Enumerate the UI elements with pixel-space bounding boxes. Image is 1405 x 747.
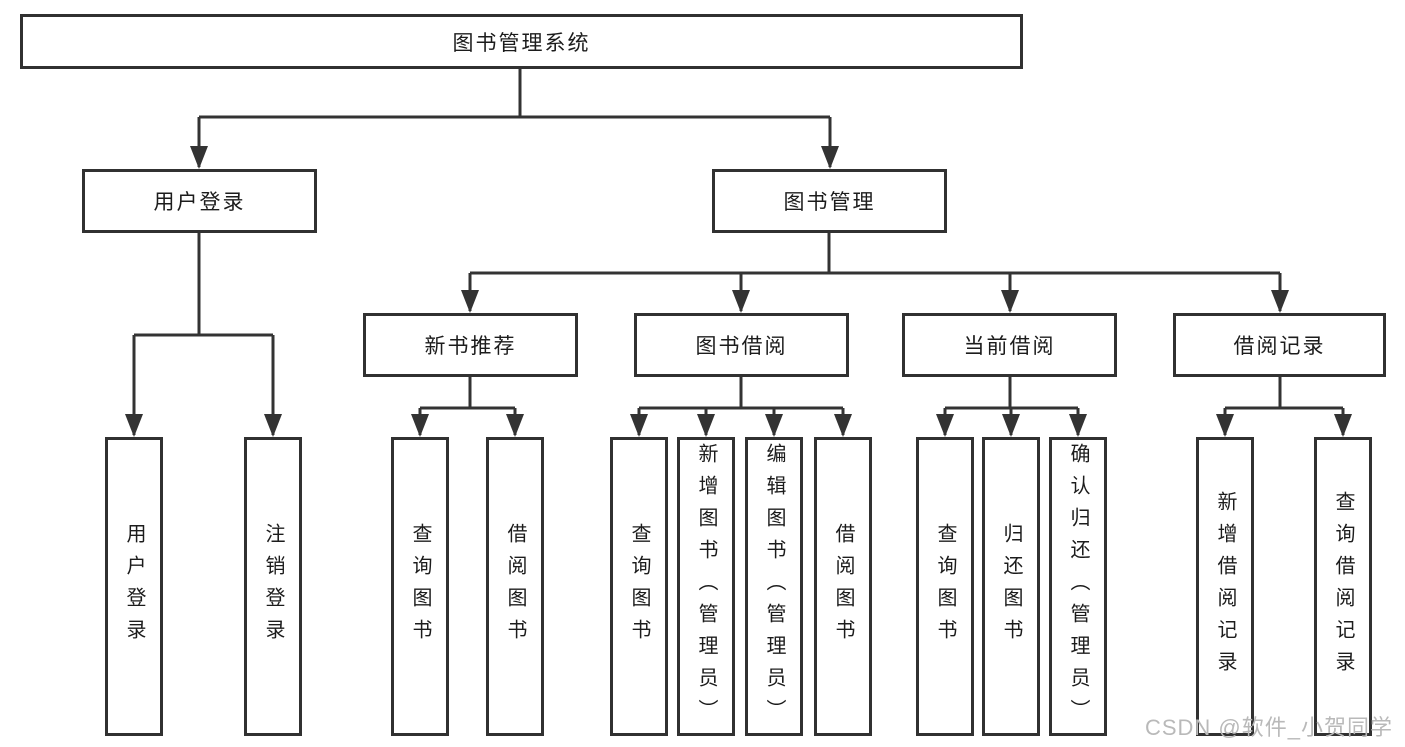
leaf-query-books-borrowing: 查询图书 [610,437,668,736]
node-root-system: 图书管理系统 [20,14,1023,69]
csdn-watermark: CSDN @软件_小贺同学 [1144,715,1393,740]
leaf-user-login: 用户登录 [105,437,163,736]
arrowheads [125,146,1352,437]
edge-book-management-to-level3 [468,233,1282,311]
edge-user-login-to-leaves [132,233,275,435]
leaf-query-books-recommend: 查询图书 [391,437,449,736]
leaf-return-book: 归还图书 [982,437,1040,736]
node-new-book-recommendation: 新书推荐 [363,313,578,377]
edge-new-book-rec-to-leaves [418,377,517,435]
leaf-edit-book-admin: 编辑图书（管理员） [745,437,803,736]
leaf-add-borrow-record: 新增借阅记录 [1196,437,1254,736]
leaf-add-book-admin: 新增图书（管理员） [677,437,735,736]
leaf-confirm-return-admin: 确认归还（管理员） [1049,437,1107,736]
node-borrowing-records: 借阅记录 [1173,313,1386,377]
leaf-query-borrow-record: 查询借阅记录 [1314,437,1372,736]
edge-book-borrowing-to-leaves [637,377,845,435]
edge-borrow-records-to-leaves [1223,377,1345,435]
leaf-borrow-books-recommend: 借阅图书 [486,437,544,736]
leaf-logout: 注销登录 [244,437,302,736]
leaf-borrow-books-borrowing: 借阅图书 [814,437,872,736]
node-current-borrowing: 当前借阅 [902,313,1117,377]
leaf-query-books-current: 查询图书 [916,437,974,736]
node-book-management: 图书管理 [712,169,947,233]
node-user-login: 用户登录 [82,169,317,233]
edge-root-to-level2 [197,69,832,167]
node-book-borrowing: 图书借阅 [634,313,849,377]
